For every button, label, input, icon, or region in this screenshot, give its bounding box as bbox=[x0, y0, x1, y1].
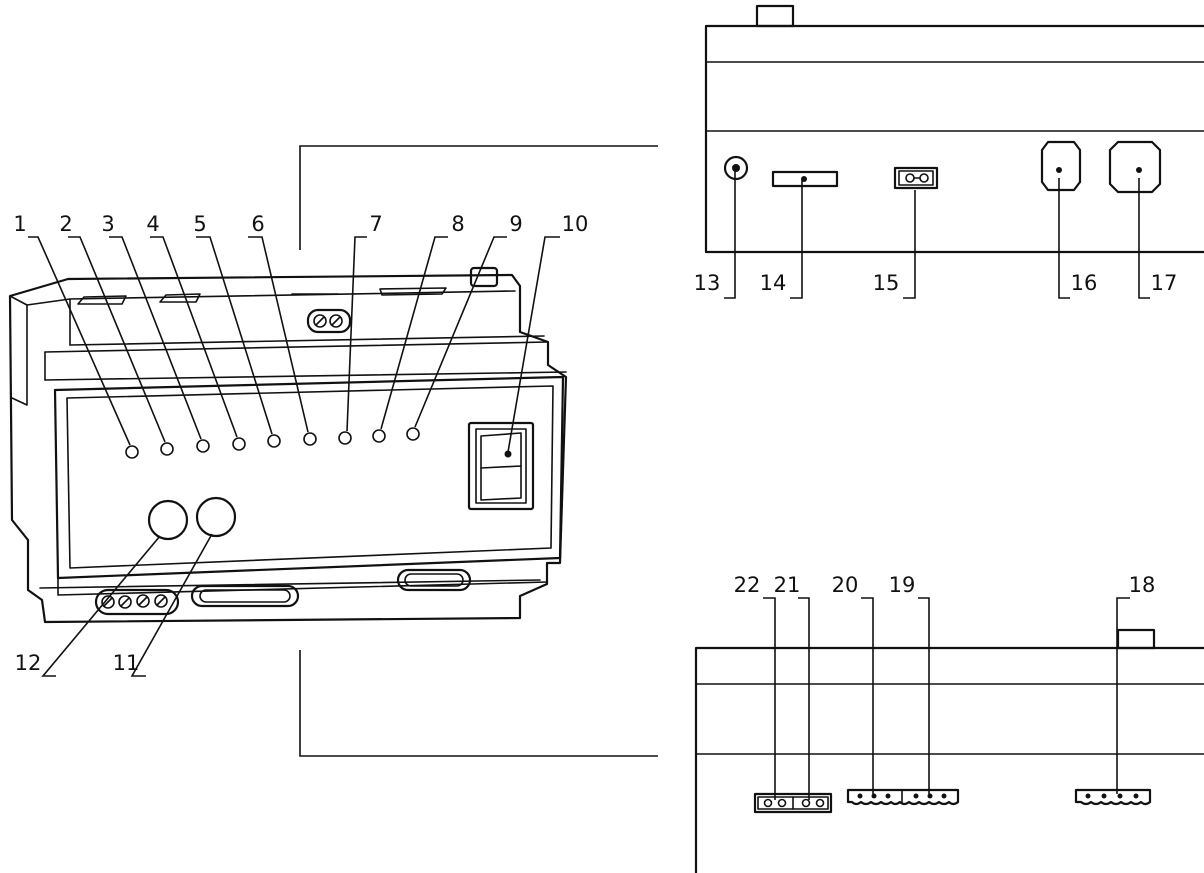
bottom-side-detail bbox=[694, 628, 1204, 873]
callout-12: 12 bbox=[15, 651, 42, 675]
callout-7: 7 bbox=[369, 212, 382, 236]
callout-13: 13 bbox=[694, 271, 721, 295]
callout-11: 11 bbox=[113, 651, 140, 675]
callout-labels: 1 2 3 4 5 6 7 8 9 10 11 12 13 14 15 16 1… bbox=[13, 212, 1177, 675]
top-side-detail bbox=[704, 4, 1204, 254]
leader-lines bbox=[28, 170, 1150, 800]
callout-6: 6 bbox=[251, 212, 264, 236]
callout-14: 14 bbox=[760, 271, 787, 295]
callout-20: 20 bbox=[832, 573, 859, 597]
view-connector-lines bbox=[299, 145, 658, 757]
callout-8: 8 bbox=[451, 212, 464, 236]
callout-19: 19 bbox=[889, 573, 916, 597]
module-front-view bbox=[8, 266, 568, 624]
led-row bbox=[125, 427, 420, 459]
callout-15: 15 bbox=[873, 271, 900, 295]
callout-1: 1 bbox=[13, 212, 26, 236]
callout-4: 4 bbox=[146, 212, 159, 236]
button-12 bbox=[147, 499, 189, 541]
callout-21: 21 bbox=[774, 573, 801, 597]
power-switch bbox=[467, 421, 535, 511]
callout-2: 2 bbox=[59, 212, 72, 236]
callout-3: 3 bbox=[101, 212, 114, 236]
callout-17: 17 bbox=[1151, 271, 1178, 295]
callout-9: 9 bbox=[509, 212, 522, 236]
callout-22: 22 bbox=[734, 573, 761, 597]
callout-18: 18 bbox=[1129, 573, 1156, 597]
callout-16: 16 bbox=[1071, 271, 1098, 295]
button-11 bbox=[195, 496, 237, 538]
callout-10: 10 bbox=[562, 212, 589, 236]
callout-5: 5 bbox=[193, 212, 206, 236]
